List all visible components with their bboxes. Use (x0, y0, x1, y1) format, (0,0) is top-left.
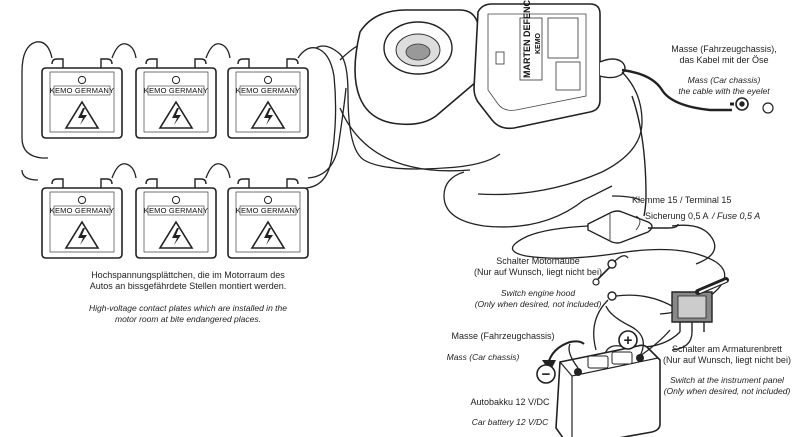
ground-top-en-1: Mass (Car chassis) (688, 75, 761, 85)
high-voltage-plate (135, 58, 217, 139)
fuse-label-en: / Fuse 0,5 A (711, 211, 760, 221)
plates-caption-en-1: High-voltage contact plates which are in… (89, 303, 287, 313)
ground-top-de-2: das Kabel mit der Öse (679, 55, 768, 65)
plate-brand-label: KEMO GERMANY (50, 206, 115, 215)
plate-brand-label: KEMO GERMANY (236, 86, 301, 95)
ground-top-caption: Masse (Fahrzeugchassis), das Kabel mit d… (671, 44, 777, 96)
high-voltage-plate (135, 178, 217, 259)
hood-switch (592, 255, 629, 286)
battery-ground-caption: Masse (Fahrzeugchassis) Mass (Car chassi… (447, 331, 555, 362)
plate-wiring (21, 39, 501, 189)
panel-switch-wiring (593, 294, 693, 359)
hood-switch-de-2: (Nur auf Wunsch, liegt nicht bei) (474, 267, 602, 277)
terminal-wire (339, 107, 641, 228)
marten-defence-device: MARTEN DEFENCE KEMO (354, 0, 626, 130)
panel-switch-en-2: (Only when desired, not included) (664, 386, 791, 396)
terminal-label: Klemme 15 / Terminal 15 (632, 195, 731, 205)
battery-ground-de: Masse (Fahrzeugchassis) (451, 331, 554, 341)
plates-caption-de-1: Hochspannungsplättchen, die im Motorraum… (91, 270, 285, 280)
car-battery (555, 344, 661, 437)
high-voltage-plate (41, 58, 123, 139)
battery-caption: Autobakku 12 V/DC Car battery 12 V/DC (470, 397, 550, 427)
high-voltage-plate (41, 178, 123, 259)
ground-top-de-1: Masse (Fahrzeugchassis), (671, 44, 777, 54)
panel-switch-de-1: Schalter am Armaturenbrett (672, 344, 783, 354)
plate-brand-label: KEMO GERMANY (236, 206, 301, 215)
battery-label-de: Autobakku 12 V/DC (470, 397, 550, 407)
plates-caption: Hochspannungsplättchen, die im Motorraum… (89, 270, 287, 324)
hood-switch-de-1: Schalter Motorhaube (496, 256, 580, 266)
plus-terminal-symbol: + (618, 330, 638, 350)
high-voltage-plate (227, 178, 309, 259)
hood-switch-caption: Schalter Motorhaube (Nur auf Wunsch, lie… (474, 256, 602, 309)
hood-switch-en-1: Switch engine hood (501, 288, 575, 298)
panel-switch-en-1: Switch at the instrument panel (670, 375, 785, 385)
minus-sign: − (542, 366, 551, 383)
plate-group: KEMO GERMANY KEMO GERMANY KEMO GERMANY K… (41, 58, 309, 259)
fuse-caption: Sicherung 0,5 A / Fuse 0,5 A (645, 211, 760, 221)
minus-terminal-symbol: − (536, 364, 556, 384)
plus-sign: + (624, 332, 633, 349)
plate-brand-label: KEMO GERMANY (144, 86, 209, 95)
plates-caption-de-2: Autos an bissgefährdete Stellen montiert… (90, 281, 287, 291)
device-brand-label: MARTEN DEFENCE (522, 0, 532, 78)
high-voltage-plate (227, 58, 309, 139)
battery-ground-en: Mass (Car chassis) (447, 352, 520, 362)
plates-caption-en-2: motor room at bite endangered places. (115, 314, 261, 324)
plate-brand-label: KEMO GERMANY (144, 206, 209, 215)
ground-cable (477, 68, 774, 196)
ground-top-en-2: the cable with the eyelet (678, 86, 770, 96)
fuse-label-de: Sicherung 0,5 A (645, 211, 709, 221)
panel-switch-caption: Schalter am Armaturenbrett (Nur auf Wuns… (663, 344, 791, 396)
battery-label-en: Car battery 12 V/DC (472, 417, 549, 427)
battery-wiring (568, 305, 671, 369)
hood-switch-en-2: (Only when desired, not included) (475, 299, 602, 309)
ground-chassis-cable (631, 95, 647, 217)
panel-switch-de-2: (Nur auf Wunsch, liegt nicht bei) (663, 355, 791, 365)
plate-brand-label: KEMO GERMANY (50, 86, 115, 95)
device-sublabel: KEMO (535, 32, 542, 54)
